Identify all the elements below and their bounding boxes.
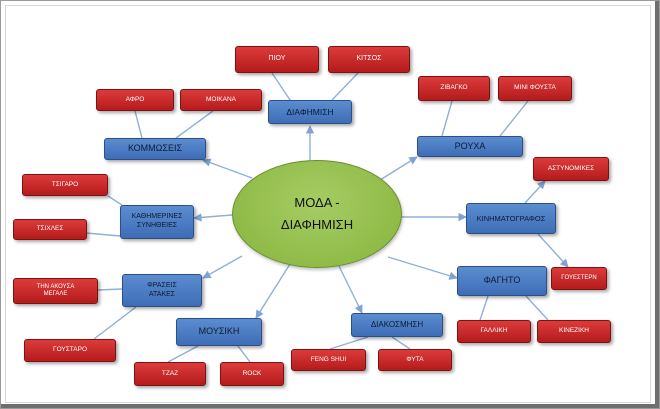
- link-center-kathimerines: [193, 213, 233, 222]
- category-kommoseis: ΚΟΜΜΩΣΕΙΣ: [104, 138, 206, 160]
- category-kathimerines-line1: ΚΑΘΗΜΕΡΙΝΕΣ: [131, 213, 183, 221]
- item-mini-fousta: ΜΙΝΙ ΦΟΥΣΤΑ: [498, 76, 572, 101]
- item-fyta: ΦΥΤΑ: [378, 349, 452, 371]
- item-tin-akousa-line2: ΜΕΓΑΛΕ: [43, 291, 68, 297]
- link-center-fagito: [387, 256, 458, 280]
- link-diafimisi-piou: [271, 72, 291, 101]
- item-rock: ROCK: [220, 362, 284, 386]
- inner-border: [5, 5, 651, 403]
- link-rouxa-mini: [499, 100, 529, 137]
- link-mousiki-tzaz: [167, 345, 199, 363]
- center-title-line2: ΔΙΑΦΗΜΙΣΗ: [280, 217, 354, 232]
- link-diakosmisi-feng: [329, 336, 369, 350]
- category-diafimisi: ΔΙΑΦΗΜΙΣΗ: [268, 100, 352, 124]
- link-center-diakosmisi: [337, 263, 363, 314]
- item-tzaz: ΤΖΑΖ: [134, 362, 206, 386]
- category-fraseis-line2: ΑΤΑΚΕΣ: [148, 290, 176, 298]
- link-fagito-kineziki: [525, 295, 549, 321]
- link-fagito-gagliki: [479, 295, 489, 321]
- item-zivagko: ΖΙΒΑΓΚΟ: [418, 76, 490, 101]
- category-rouxa: ΡΟΥΧΑ: [417, 136, 523, 157]
- link-center-mousiki: [255, 263, 291, 319]
- item-piou: ΠΙΟΥ: [235, 46, 319, 73]
- link-kommoseis-afro: [134, 110, 143, 139]
- link-mousiki-rock: [237, 345, 251, 363]
- link-center-fraseis: [202, 255, 243, 279]
- link-fraseis-goustaro: [93, 306, 137, 340]
- item-afro: ΑΦΡΟ: [96, 89, 174, 111]
- item-moikana: ΜΟΙΚΑΝΑ: [180, 89, 262, 111]
- center-node: ΜΟΔΑ - ΔΙΑΦΗΜΙΣΗ: [232, 160, 402, 268]
- link-kathimerines-tsixles: [85, 232, 121, 237]
- item-tin-akousa-megale: ΤΗΝ ΑΚΟΥΣΑ ΜΕΓΑΛΕ: [13, 278, 98, 304]
- item-goustaro: ΓΟΥΣΤΑΡΟ: [24, 339, 116, 362]
- category-kathimerines-line2: ΣΥΝΗΘΕΙΕΣ: [136, 222, 178, 229]
- link-diafimisi-kitsos: [331, 72, 359, 101]
- category-kinimatografos: ΚΙΝΗΜΑΤΟΓΡΑΦΟΣ: [466, 203, 556, 234]
- item-astynomikes: ΑΣΤΥΝΟΜΙΚΕΣ: [533, 157, 609, 181]
- item-tsigaro: ΤΣΙΓΑΡΟ: [22, 174, 108, 196]
- center-title-line1: ΜΟΔΑ -: [294, 194, 340, 210]
- category-kathimerines: ΚΑΘΗΜΕΡΙΝΕΣ ΣΥΝΗΘΕΙΕΣ: [120, 205, 194, 239]
- item-gouestern: ΓΟΥΕΣΤΕΡΝ: [551, 267, 607, 290]
- link-fraseis-akousa: [97, 288, 123, 291]
- link-kinimatografos-gouestern: [537, 233, 569, 268]
- item-kineziki: ΚΙΝΕΖΙΚΗ: [537, 320, 611, 343]
- link-center-kommoseis: [202, 158, 253, 179]
- category-diakosmisi: ΔΙΑΚΟΣΜΗΣΗ: [351, 313, 443, 337]
- category-fraseis-line1: ΦΡΑΣΕΙΣ: [147, 281, 177, 289]
- category-mousiki: ΜΟΥΣΙΚΗ: [176, 318, 262, 346]
- item-tin-akousa-line1: ΤΗΝ ΑΚΟΥΣΑ: [36, 283, 75, 290]
- item-kitsos: ΚΙΤΣΟΣ: [328, 46, 410, 73]
- link-kinimatografos-astynomikes: [524, 180, 546, 204]
- item-feng-shui: FENG SHUI: [291, 349, 366, 371]
- link-kommoseis-moikana: [175, 110, 214, 139]
- link-diakosmisi-fyta: [391, 336, 411, 350]
- item-tsixles: ΤΣΙΧΛΕΣ: [13, 219, 87, 240]
- link-rouxa-zivagko: [441, 100, 453, 137]
- link-center-rouxa: [379, 156, 418, 181]
- item-gagliki: ΓΑΛΛΙΚΗ: [457, 320, 531, 343]
- category-fagito: ΦΑΓΗΤΟ: [457, 266, 547, 296]
- link-kathimerines-tsigaro: [107, 195, 123, 206]
- category-fraseis: ΦΡΑΣΕΙΣ ΑΤΑΚΕΣ: [122, 274, 202, 307]
